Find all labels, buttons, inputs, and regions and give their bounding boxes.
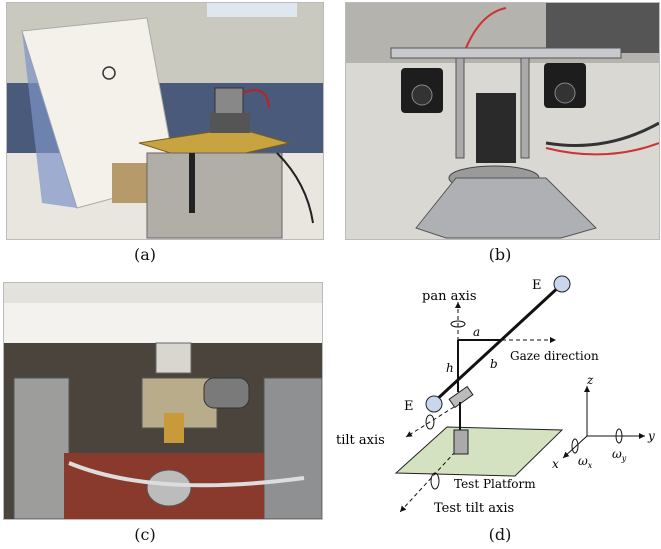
pan-axis-label: pan axis [422, 289, 477, 304]
axis-z-label: z [586, 373, 594, 387]
test-tilt-axis-label: Test tilt axis [434, 501, 514, 516]
omega-x-label: ωx [578, 454, 593, 470]
eye-left [425, 395, 443, 413]
caption-d: (d) [488, 525, 512, 544]
test-tilt-rotation-icon [430, 472, 440, 490]
gaze-direction-label: Gaze direction [510, 349, 599, 363]
caption-b: (b) [488, 245, 512, 264]
omega-x-rotation-icon [571, 438, 579, 454]
test-platform-plane [394, 426, 564, 477]
test-platform-label: Test Platform [454, 477, 536, 491]
caption-c: (c) [134, 525, 156, 544]
axis-y-label: y [647, 429, 655, 443]
eye-left-label: E [404, 399, 414, 414]
photo-a [6, 2, 324, 240]
tilt-rotation-icon [425, 414, 435, 430]
label-a: a [473, 325, 480, 339]
caption-a: (a) [133, 245, 157, 264]
omega-y-rotation-icon [615, 428, 623, 444]
diagram-d: pan axis E a h b Gaze direction E tilt a… [330, 262, 661, 524]
photo-b [345, 2, 660, 240]
pan-rotation-icon [450, 320, 466, 328]
omega-y-label: ωy [612, 447, 627, 463]
label-h: h [446, 361, 454, 375]
eye-top [553, 275, 571, 293]
label-b: b [490, 357, 498, 371]
axis-x-label: x [552, 457, 559, 471]
eye-top-label: E [532, 278, 542, 293]
photo-c [3, 282, 323, 520]
tilt-axis-label: tilt axis [336, 433, 385, 448]
